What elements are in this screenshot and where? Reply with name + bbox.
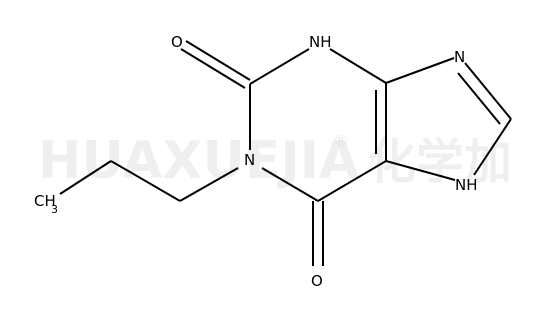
atom-nh-top: NH (309, 33, 332, 51)
bond-c5-c6 (317, 160, 387, 202)
bond-n-c8-a (464, 62, 512, 120)
bond-n-c8-b (457, 72, 501, 125)
bond-c4-n9 (385, 57, 455, 84)
atom-n-propyl: N (244, 151, 255, 169)
bond-c2-o-b (180, 48, 246, 89)
atom-nh-imidazole: NH (455, 176, 478, 194)
atom-methyl-subscript: 3 (51, 203, 58, 216)
bond-propyl-2 (59, 160, 112, 195)
atom-n-imidazole: N (454, 48, 465, 66)
bond-c8-nh (473, 118, 512, 176)
bond-c6-n1 (261, 167, 319, 202)
atom-methyl-c: CH (34, 192, 56, 210)
bond-c2-o-a (185, 40, 251, 81)
bonds (59, 40, 512, 266)
atom-labels: O NH N N NH O CH 3 (34, 33, 478, 290)
bond-n3-c4 (329, 48, 387, 84)
atom-o-bottom: O (311, 272, 323, 290)
bond-propyl-1 (110, 160, 181, 202)
bond-nh-c5 (385, 160, 456, 181)
bond-n1-propyl (179, 167, 239, 202)
atom-o-top: O (171, 33, 183, 51)
watermark-registered-mark: ® (333, 131, 349, 150)
watermark-text: HUAXUEJIA (38, 131, 359, 191)
bond-c2-n3 (249, 48, 310, 85)
